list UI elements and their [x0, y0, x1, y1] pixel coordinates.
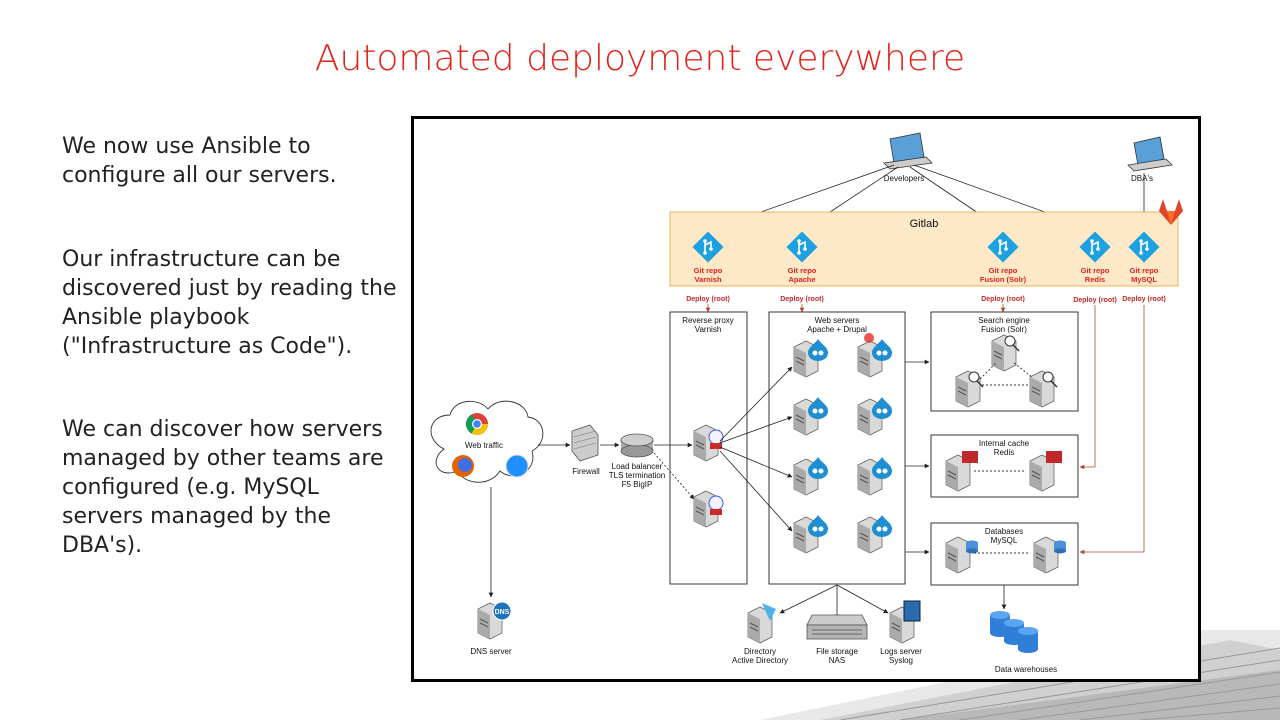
dns-server-icon: DNS [477, 601, 512, 640]
load-balancer-label-2: TLS termination [609, 471, 665, 480]
repo-apache-line2: Apache [788, 275, 815, 284]
internal-cache-label-2: Redis [994, 448, 1014, 457]
dns-badge-label: DNS [495, 609, 510, 616]
logs-server-label-1: Logs server [880, 647, 922, 656]
chrome-icon [466, 413, 488, 435]
reverse-proxy-label-1: Reverse proxy [682, 316, 734, 325]
solr-server-icon [955, 370, 984, 408]
directory-label-2: Active Directory [732, 656, 788, 665]
firefox-icon [452, 455, 474, 477]
search-engine-label-1: Search engine [978, 316, 1030, 325]
varnish-server-icon [693, 490, 724, 528]
search-engine-label-2: Fusion (Solr) [981, 325, 1027, 334]
paragraph-other-teams: We can discover how servers managed by o… [62, 417, 384, 558]
deploy-label: Deploy (root) [1122, 296, 1166, 303]
web-traffic-label: Web traffic [465, 441, 503, 450]
reverse-proxy-label-2: Varnish [695, 325, 722, 334]
web-server-icon [857, 339, 892, 378]
web-servers-box [768, 311, 906, 585]
firewall-label: Firewall [572, 467, 600, 476]
databases-box [930, 522, 1079, 586]
databases-label-1: Databases [985, 527, 1023, 536]
deploy-label: Deploy (root) [1073, 297, 1117, 304]
developers-laptop-icon [883, 132, 933, 170]
paragraph-infrastructure-as-code: Our infrastructure can be discovered jus… [62, 247, 397, 359]
dbas-laptop-icon [1127, 136, 1173, 172]
web-servers-label-1: Web servers [815, 316, 860, 325]
internal-cache-label-1: Internal cache [979, 439, 1030, 448]
web-server-icon [793, 457, 828, 496]
directory-server-icon [747, 603, 776, 644]
databases-label-2: MySQL [991, 536, 1018, 545]
data-warehouses-label: Data warehouses [995, 665, 1057, 674]
load-balancer-label-3: F5 BigIP [622, 480, 653, 489]
repo-varnish-line2: Varnish [694, 275, 722, 284]
mysql-server-icon [945, 536, 978, 574]
repo-apache-line1: Git repo [788, 266, 817, 275]
redis-server-icon [945, 451, 978, 492]
web-server-icon [793, 339, 828, 378]
gitlab-label: Gitlab [910, 218, 939, 230]
internal-cache-box [930, 434, 1079, 498]
repo-mysql-line2: MySQL [1131, 275, 1157, 284]
directory-label-1: Directory [744, 647, 776, 656]
data-warehouses-icon [990, 611, 1038, 653]
logs-server-icon [889, 600, 921, 644]
safari-icon [505, 454, 529, 478]
firewall-icon [571, 424, 599, 462]
pointer-dot [864, 333, 874, 343]
reverse-proxy-box [669, 311, 748, 585]
deploy-label: Deploy (root) [981, 296, 1025, 303]
architecture-diagram: Developers DBA's Gitlab Git repo Varnish… [411, 116, 1201, 682]
repo-fusion-line1: Git repo [989, 266, 1018, 275]
gitlab-fox-icon [1159, 199, 1183, 225]
nas-icon [806, 614, 868, 640]
repo-redis-line1: Git repo [1081, 266, 1110, 275]
solr-server-icon [991, 334, 1020, 372]
search-engine-box [930, 311, 1079, 412]
dns-server-label: DNS server [470, 647, 512, 656]
load-balancer-label-1: Load balancer [612, 462, 663, 471]
deploy-label: Deploy (root) [686, 296, 730, 303]
paragraph-ansible: We now use Ansible to configure all our … [62, 134, 337, 188]
logs-server-label-2: Syslog [889, 656, 913, 665]
web-server-icon [857, 457, 892, 496]
load-balancer-icon [620, 433, 654, 458]
dbas-label: DBA's [1131, 174, 1153, 183]
mysql-server-icon [1033, 536, 1066, 574]
web-server-icon [857, 397, 892, 436]
web-server-icon [793, 515, 828, 554]
repo-mysql-line1: Git repo [1130, 266, 1159, 275]
repo-fusion-line2: Fusion (Solr) [980, 275, 1027, 284]
solr-server-icon [1029, 370, 1058, 408]
web-server-icon [857, 515, 892, 554]
redis-server-icon [1029, 451, 1062, 492]
file-storage-label-1: File storage [816, 647, 858, 656]
slide-title: Automated deployment everywhere [314, 38, 966, 79]
deploy-label: Deploy (root) [780, 296, 824, 303]
developers-label: Developers [884, 174, 924, 183]
file-storage-label-2: NAS [829, 656, 845, 665]
web-servers-label-2: Apache + Drupal [807, 325, 867, 334]
varnish-server-icon [693, 424, 724, 462]
repo-redis-line2: Redis [1085, 275, 1105, 284]
repo-varnish-line1: Git repo [694, 266, 723, 275]
web-server-icon [793, 397, 828, 436]
